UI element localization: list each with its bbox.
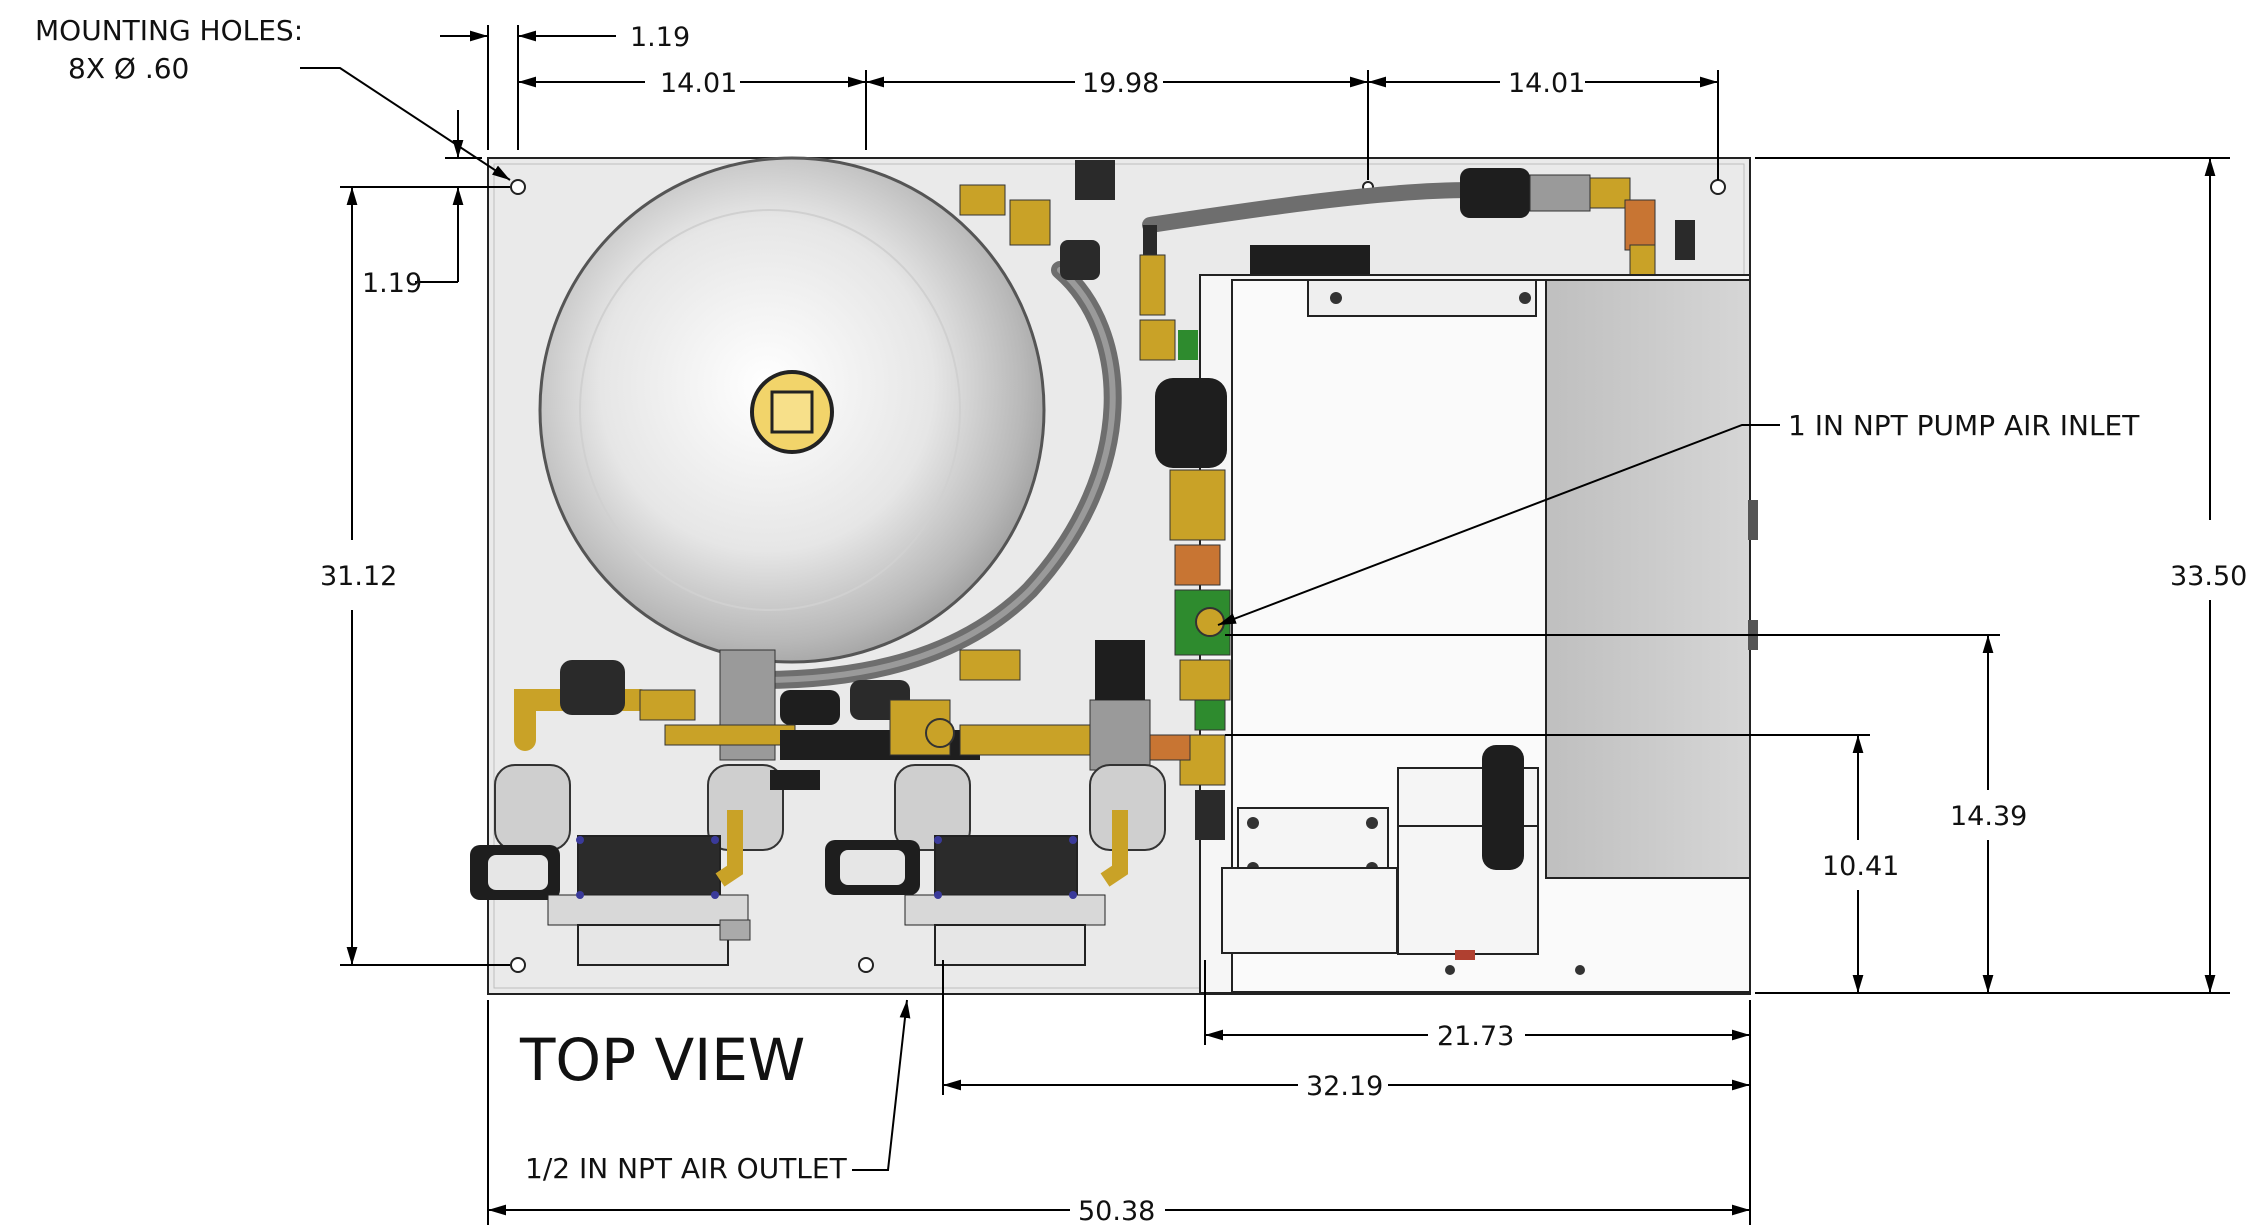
mounting-holes-spec: 8X Ø .60 bbox=[68, 52, 189, 85]
control-boxes bbox=[1221, 745, 1585, 975]
callout-air-outlet: 1/2 IN NPT AIR OUTLET bbox=[525, 1152, 848, 1185]
dim-hole-spacing-center: 19.98 bbox=[1082, 68, 1159, 99]
valve-stack bbox=[1155, 378, 1231, 840]
dim-outlet-height: 10.41 bbox=[1822, 851, 1899, 882]
dim-inlet-height: 14.39 bbox=[1950, 801, 2027, 832]
dim-outlet-to-edge: 32.19 bbox=[1306, 1071, 1383, 1102]
dim-hole-spacing-right: 14.01 bbox=[1508, 68, 1585, 99]
side-panel bbox=[1545, 279, 1751, 879]
dim-overall-width: 50.38 bbox=[1078, 1196, 1155, 1226]
dim-overall-height: 33.50 bbox=[2170, 561, 2247, 592]
dim-left-offset: 1.19 bbox=[362, 268, 422, 299]
dimensions: 1.19 14.01 19.98 14.01 1.19 31.12 33.5 bbox=[320, 22, 2247, 1226]
dim-hole-spacing-left: 14.01 bbox=[660, 68, 737, 99]
pump-assembly bbox=[470, 640, 1191, 966]
air-tank bbox=[538, 156, 1046, 664]
mounting-holes-title: MOUNTING HOLES: bbox=[35, 14, 303, 47]
machine-render bbox=[470, 156, 1758, 995]
dim-cabinet-width: 21.73 bbox=[1437, 1021, 1514, 1052]
dim-hole-span-vertical: 31.12 bbox=[320, 561, 397, 592]
callout-pump-inlet: 1 IN NPT PUMP AIR INLET bbox=[1788, 409, 2140, 442]
annotations: MOUNTING HOLES: 8X Ø .60 TOP VIEW 1/2 IN… bbox=[35, 14, 2140, 1185]
top-fittings bbox=[959, 160, 1695, 361]
view-title: TOP VIEW bbox=[519, 1026, 805, 1094]
dim-top-offset: 1.19 bbox=[630, 22, 690, 53]
